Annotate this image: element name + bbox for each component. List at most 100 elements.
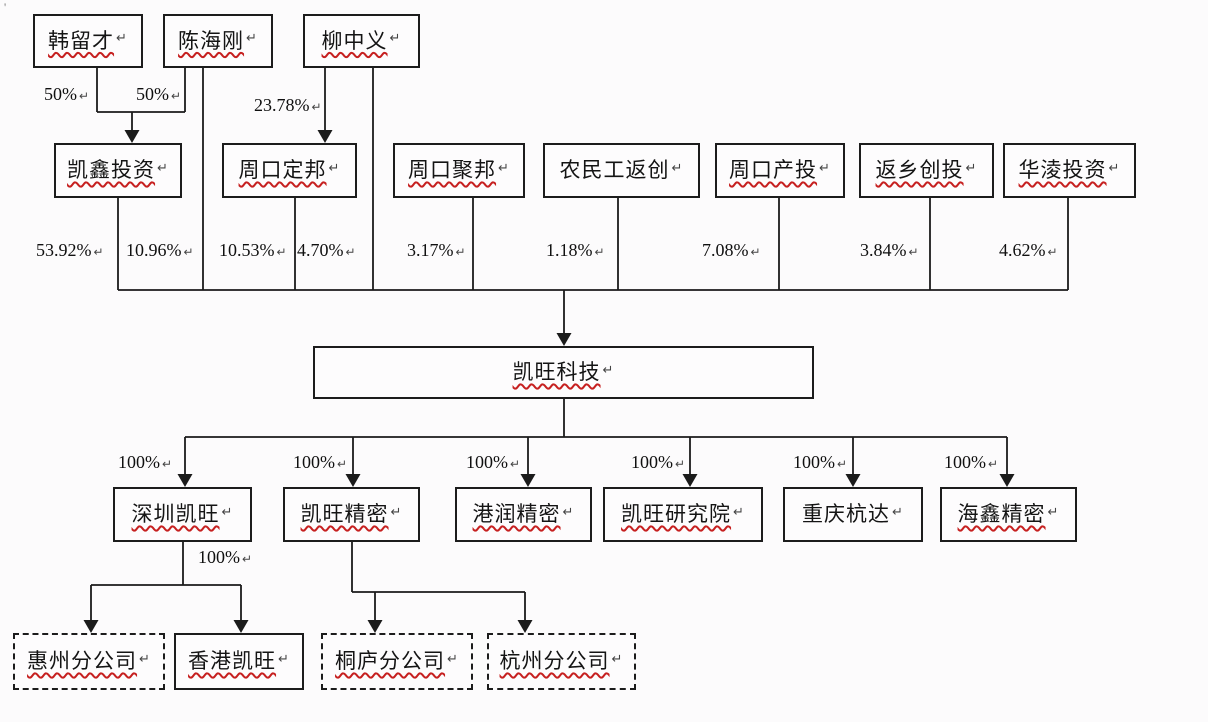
return-mark: ↵ xyxy=(276,245,287,259)
return-mark: ↵ xyxy=(988,457,999,471)
percent-chongqing-hangda: 100%↵ xyxy=(793,452,847,473)
return-mark: ↵ xyxy=(278,650,290,666)
percent-value: 3.84% xyxy=(860,240,907,260)
return-mark: ↵ xyxy=(79,89,90,103)
node-kaiwang-research-institute: 凯旺研究院↵ xyxy=(603,487,763,542)
percent-liu-direct: 4.70%↵ xyxy=(297,240,356,261)
node-zhoukou-chantou: 周口产投↵ xyxy=(715,143,845,198)
node-kaiwang-technology: 凯旺科技↵ xyxy=(313,346,814,399)
arrowheads xyxy=(83,130,1015,633)
node-hangzhou-branch: 杭州分公司↵ xyxy=(487,633,636,690)
return-mark: ↵ xyxy=(1047,503,1060,519)
percent-value: 100% xyxy=(293,452,335,472)
return-mark: ↵ xyxy=(908,245,919,259)
node-label: 周口定邦 xyxy=(238,158,327,182)
node-hongkong-kaiwang: 香港凯旺↵ xyxy=(174,633,304,690)
percent-value: 23.78% xyxy=(254,95,310,115)
node-label: 香港凯旺 xyxy=(188,649,277,673)
node-label: 凯鑫投资 xyxy=(67,158,156,182)
return-mark: ↵ xyxy=(671,159,684,175)
return-mark: ↵ xyxy=(162,457,173,471)
return-mark: ↵ xyxy=(1047,245,1058,259)
percent-chantou: 7.08%↵ xyxy=(702,240,761,261)
percent-value: 100% xyxy=(631,452,673,472)
node-label: 重庆杭达 xyxy=(802,502,891,526)
percent-shenzhen-kaiwang: 100%↵ xyxy=(118,452,172,473)
percent-liu-to-dingbang: 23.78%↵ xyxy=(254,95,322,116)
node-label: 农民工返创 xyxy=(559,158,670,182)
node-zhoukou-jubang: 周口聚邦↵ xyxy=(393,143,525,198)
return-mark: ↵ xyxy=(819,159,831,175)
node-chen-haigang: 陈海刚↵ xyxy=(163,14,273,68)
return-mark: ↵ xyxy=(390,503,403,519)
percent-fanxiang: 3.84%↵ xyxy=(860,240,919,261)
node-label: 桐庐分公司 xyxy=(335,649,446,673)
node-label: 港润精密 xyxy=(472,502,561,526)
percent-value: 100% xyxy=(118,452,160,472)
return-mark: ↵ xyxy=(510,457,521,471)
percent-value: 10.53% xyxy=(219,240,275,260)
percent-value: 4.62% xyxy=(999,240,1046,260)
node-nongmingong-fanchuang: 农民工返创↵ xyxy=(543,143,700,198)
stray-mark: ' xyxy=(4,0,7,14)
return-mark: ↵ xyxy=(562,503,575,519)
node-label: 华淩投资 xyxy=(1018,158,1107,182)
node-kaiwang-jingmi: 凯旺精密↵ xyxy=(283,487,420,542)
node-label: 陈海刚 xyxy=(178,28,245,53)
return-mark: ↵ xyxy=(498,159,510,175)
percent-shenzhen-children: 100%↵ xyxy=(198,547,252,568)
return-mark: ↵ xyxy=(733,503,745,519)
return-mark: ↵ xyxy=(602,361,615,377)
percent-value: 100% xyxy=(466,452,508,472)
return-mark: ↵ xyxy=(965,159,978,175)
return-mark: ↵ xyxy=(1108,159,1121,175)
node-shenzhen-kaiwang: 深圳凯旺↵ xyxy=(113,487,252,542)
node-label: 凯旺研究院 xyxy=(621,502,732,526)
node-hualing-investment: 华淩投资↵ xyxy=(1003,143,1136,198)
return-mark: ↵ xyxy=(183,245,194,259)
return-mark: ↵ xyxy=(455,245,466,259)
percent-dingbang: 10.53%↵ xyxy=(219,240,287,261)
percent-chen-to-kaixin: 50%↵ xyxy=(136,84,181,105)
node-label: 惠州分公司 xyxy=(27,649,138,673)
node-label: 凯旺精密 xyxy=(300,502,389,526)
percent-kaixin: 53.92%↵ xyxy=(36,240,104,261)
return-mark: ↵ xyxy=(171,89,182,103)
return-mark: ↵ xyxy=(221,503,234,519)
return-mark: ↵ xyxy=(337,457,348,471)
return-mark: ↵ xyxy=(93,245,104,259)
percent-nongmingong: 1.18%↵ xyxy=(546,240,605,261)
return-mark: ↵ xyxy=(837,457,848,471)
return-mark: ↵ xyxy=(242,552,253,566)
node-kaixin-investment: 凯鑫投资↵ xyxy=(54,143,182,198)
node-label: 周口聚邦 xyxy=(408,158,497,182)
node-zhoukou-dingbang: 周口定邦↵ xyxy=(222,143,357,198)
percent-hualing: 4.62%↵ xyxy=(999,240,1058,261)
percent-haixin: 100%↵ xyxy=(944,452,998,473)
percent-value: 50% xyxy=(44,84,77,104)
return-mark: ↵ xyxy=(311,100,322,114)
percent-value: 100% xyxy=(944,452,986,472)
edge-lines xyxy=(90,68,1069,621)
return-mark: ↵ xyxy=(328,159,341,175)
node-liu-zhongyi: 柳中义↵ xyxy=(303,14,420,68)
return-mark: ↵ xyxy=(611,650,624,666)
percent-value: 1.18% xyxy=(546,240,593,260)
node-tonglu-branch: 桐庐分公司↵ xyxy=(321,633,473,690)
percent-value: 10.96% xyxy=(126,240,182,260)
percent-chen-direct: 10.96%↵ xyxy=(126,240,194,261)
return-mark: ↵ xyxy=(389,30,402,45)
return-mark: ↵ xyxy=(246,30,258,45)
return-mark: ↵ xyxy=(594,245,605,259)
node-label: 凯旺科技 xyxy=(512,360,601,384)
percent-value: 100% xyxy=(198,547,240,567)
percent-value: 50% xyxy=(136,84,169,104)
return-mark: ↵ xyxy=(892,503,904,519)
node-label: 柳中义 xyxy=(321,28,388,53)
percent-research-institute: 100%↵ xyxy=(631,452,685,473)
return-mark: ↵ xyxy=(345,245,356,259)
node-label: 深圳凯旺 xyxy=(131,502,220,526)
return-mark: ↵ xyxy=(675,457,686,471)
node-label: 海鑫精密 xyxy=(957,502,1046,526)
